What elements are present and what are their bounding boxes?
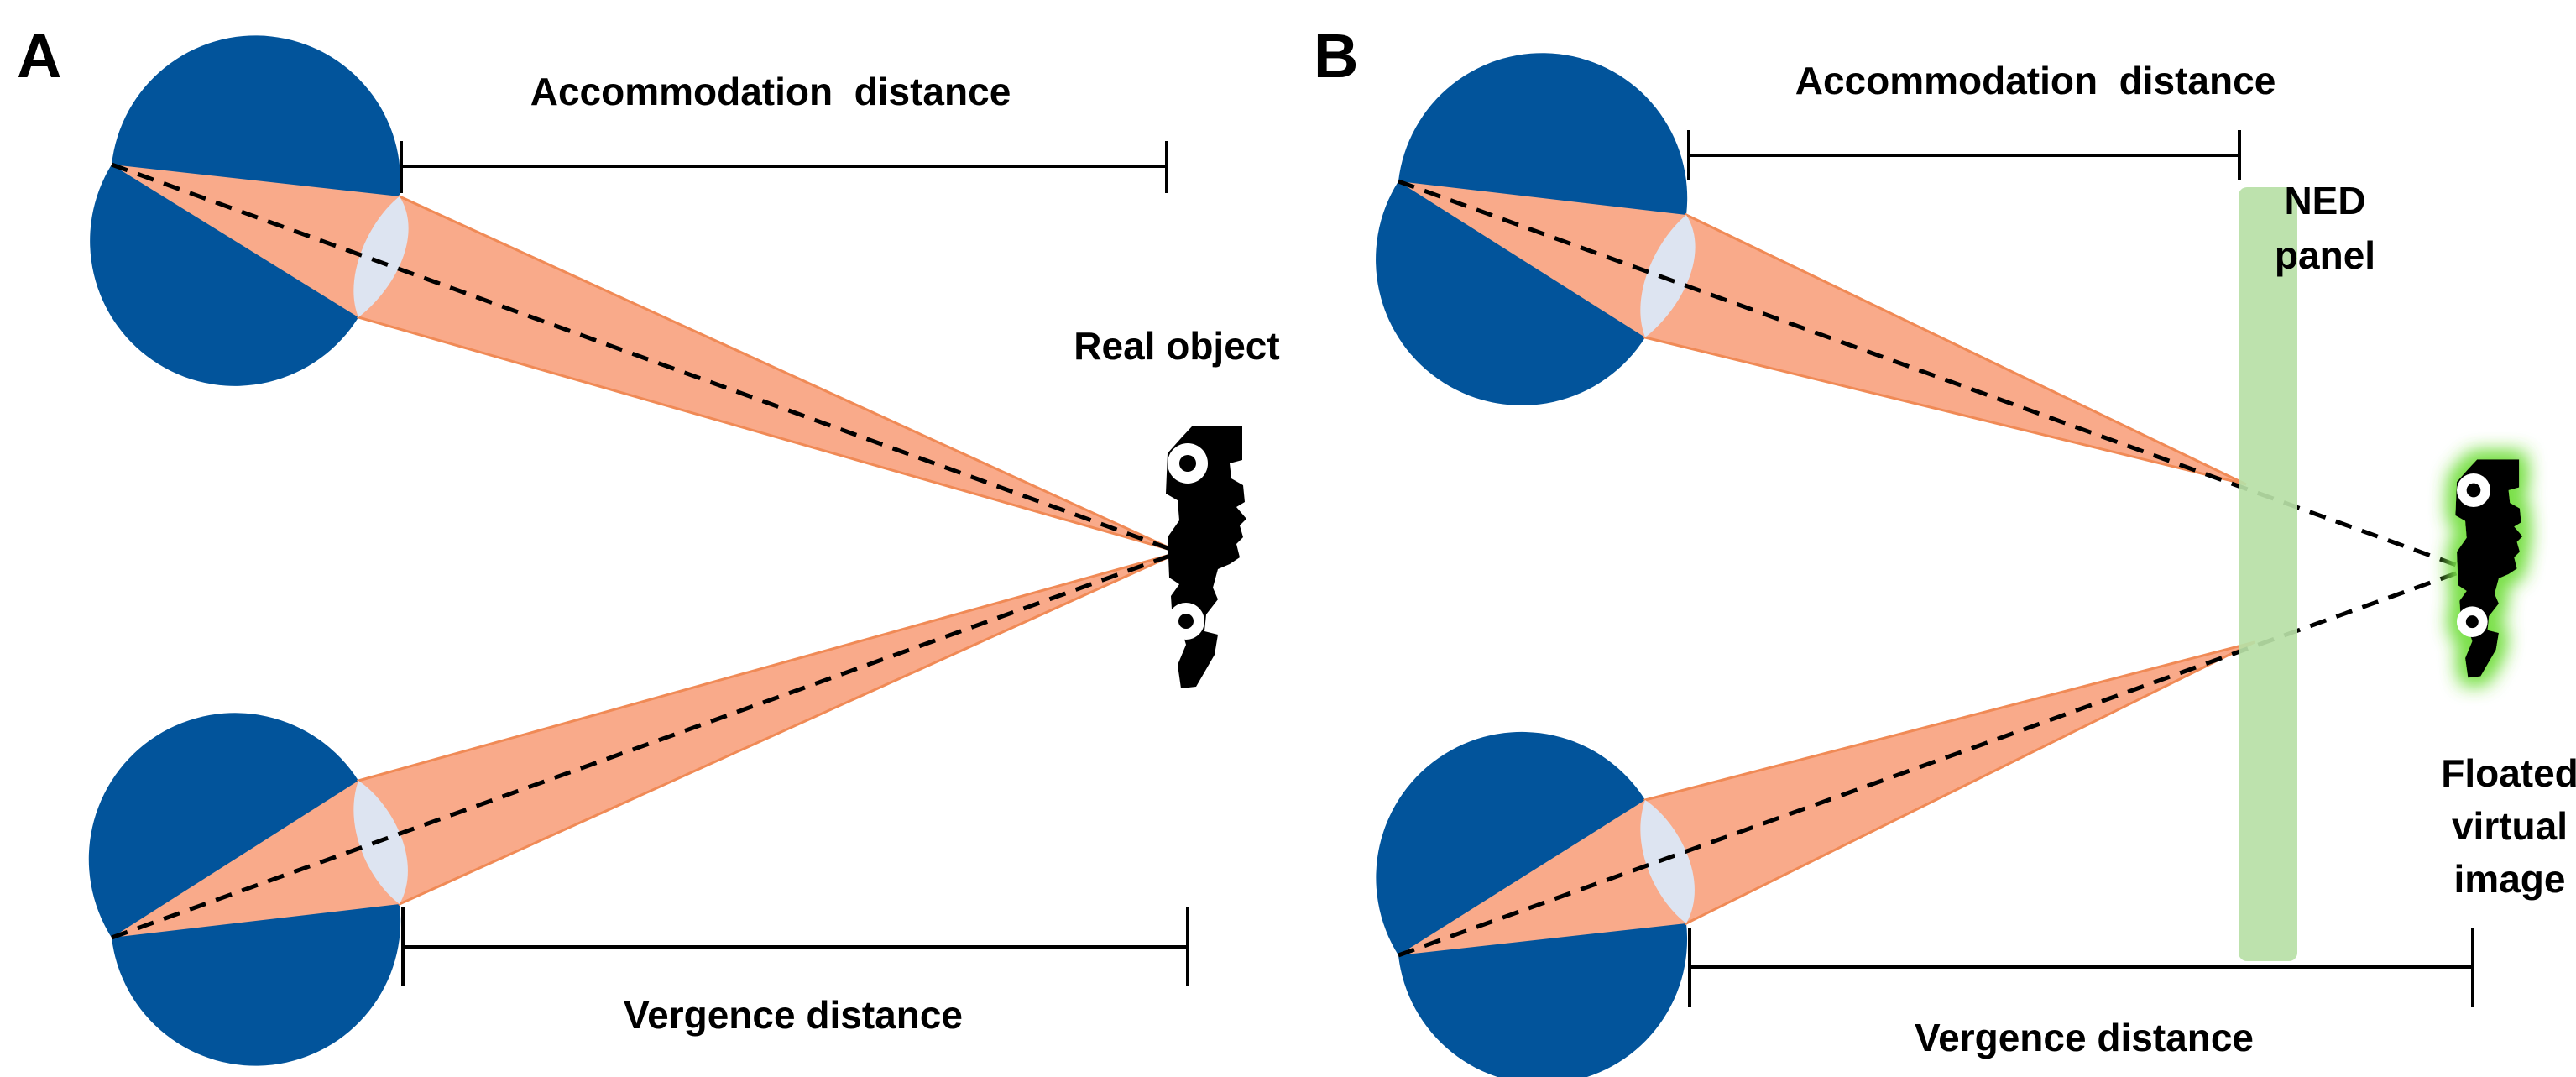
virtual-image-glow bbox=[2455, 459, 2523, 678]
beam-cone bbox=[1643, 212, 2247, 486]
real-object-label: Real object bbox=[1074, 324, 1279, 368]
panel-a-letter: A bbox=[17, 21, 61, 91]
lens-icon bbox=[1640, 800, 1695, 923]
face-profile-icon bbox=[2455, 459, 2523, 678]
top-eye bbox=[1376, 53, 2469, 572]
visual-axis bbox=[111, 550, 1180, 940]
lens-icon bbox=[1640, 215, 1696, 337]
top-eye bbox=[90, 35, 1180, 555]
virtual-image-label-line3: image bbox=[2454, 857, 2566, 901]
bottom-eye bbox=[1376, 567, 2469, 1077]
bottom-eye bbox=[88, 550, 1180, 1066]
face-profile-icon bbox=[1166, 426, 1246, 688]
panel-b-letter: B bbox=[1314, 21, 1358, 91]
vergence-bracket bbox=[1688, 928, 2474, 1007]
ned-panel bbox=[2239, 187, 2297, 961]
beam-cone bbox=[357, 551, 1180, 907]
panel-b: B NED panel Accommodation distance bbox=[1314, 21, 2576, 1077]
accommodation-bracket bbox=[1687, 130, 2241, 180]
ned-panel-label-line1: NED bbox=[2284, 179, 2365, 222]
accommodation-distance-label: Accommodation distance bbox=[530, 70, 1011, 113]
accommodation-distance-label: Accommodation distance bbox=[1795, 59, 2276, 102]
virtual-image-label-line2: virtual bbox=[2452, 804, 2568, 848]
virtual-image-label-line1: Floated bbox=[2441, 751, 2576, 795]
beam-inner bbox=[112, 165, 400, 317]
accommodation-bracket bbox=[400, 141, 1168, 193]
vergence-distance-label: Vergence distance bbox=[624, 993, 963, 1037]
panel-a: A Accommodation distance bbox=[17, 21, 1280, 1066]
lens-icon bbox=[353, 196, 409, 317]
beam-cone bbox=[357, 194, 1180, 554]
ned-panel-label-line2: panel bbox=[2275, 233, 2375, 277]
beam-inner bbox=[1398, 181, 1686, 337]
beam-inner bbox=[112, 781, 400, 938]
vergence-distance-label: Vergence distance bbox=[1915, 1016, 2254, 1059]
beam-inner bbox=[1398, 800, 1686, 955]
beam-cone bbox=[1643, 640, 2255, 926]
visual-axis bbox=[111, 162, 1180, 555]
vergence-bracket bbox=[401, 907, 1189, 986]
